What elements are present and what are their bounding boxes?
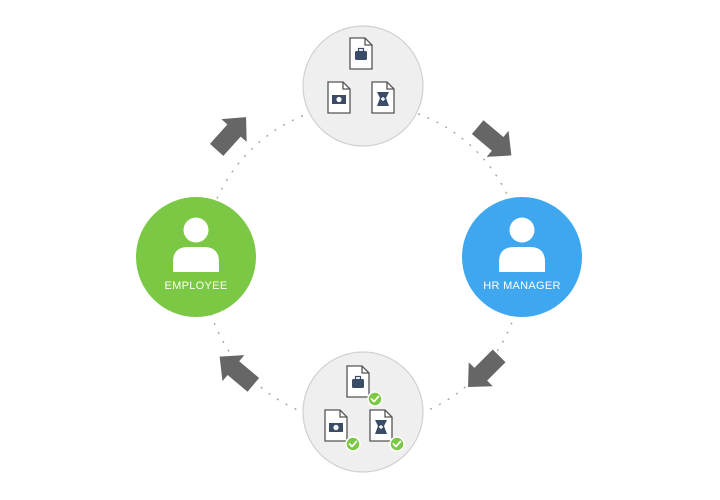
medical-document-icon: [369, 409, 405, 452]
money-document-icon: [327, 81, 351, 114]
hr-manager-label: HR MANAGER: [483, 280, 561, 292]
employee-node: EMPLOYEE: [136, 197, 256, 317]
briefcase-document-icon: [346, 365, 383, 407]
check-icon: [367, 391, 383, 407]
arrow-approved-to-employee: [219, 355, 260, 392]
check-icon: [389, 436, 405, 452]
medical-document-icon: [371, 81, 395, 114]
check-icon: [345, 436, 361, 452]
hr-manager-node: HR MANAGER: [462, 197, 582, 317]
user-icon: [499, 217, 545, 272]
arrow-employee-to-documents: [209, 117, 247, 156]
submitted-documents-node: [302, 25, 424, 147]
employee-label: EMPLOYEE: [165, 280, 228, 292]
arrow-hr-manager-to-approved: [468, 349, 506, 387]
arrow-documents-to-hr-manager: [471, 120, 512, 157]
briefcase-document-icon: [349, 37, 373, 70]
user-icon: [173, 217, 219, 272]
approved-documents-node: [302, 351, 424, 473]
money-document-icon: [324, 409, 361, 452]
